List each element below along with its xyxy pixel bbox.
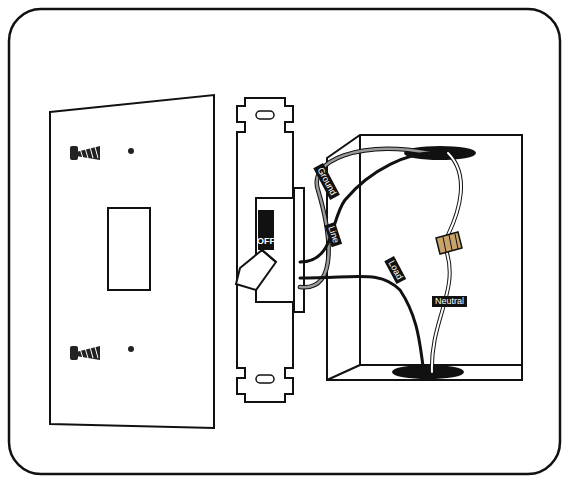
electrical-box bbox=[327, 135, 522, 380]
switch-state: OFF bbox=[257, 236, 275, 246]
wires bbox=[300, 149, 461, 372]
plate-screws bbox=[70, 146, 134, 360]
wire-tag: Neutral bbox=[432, 296, 467, 307]
plate-opening bbox=[108, 208, 150, 290]
wire-nut bbox=[436, 232, 462, 254]
wall-plate bbox=[50, 95, 214, 428]
switch bbox=[236, 98, 304, 402]
frame bbox=[9, 9, 560, 474]
